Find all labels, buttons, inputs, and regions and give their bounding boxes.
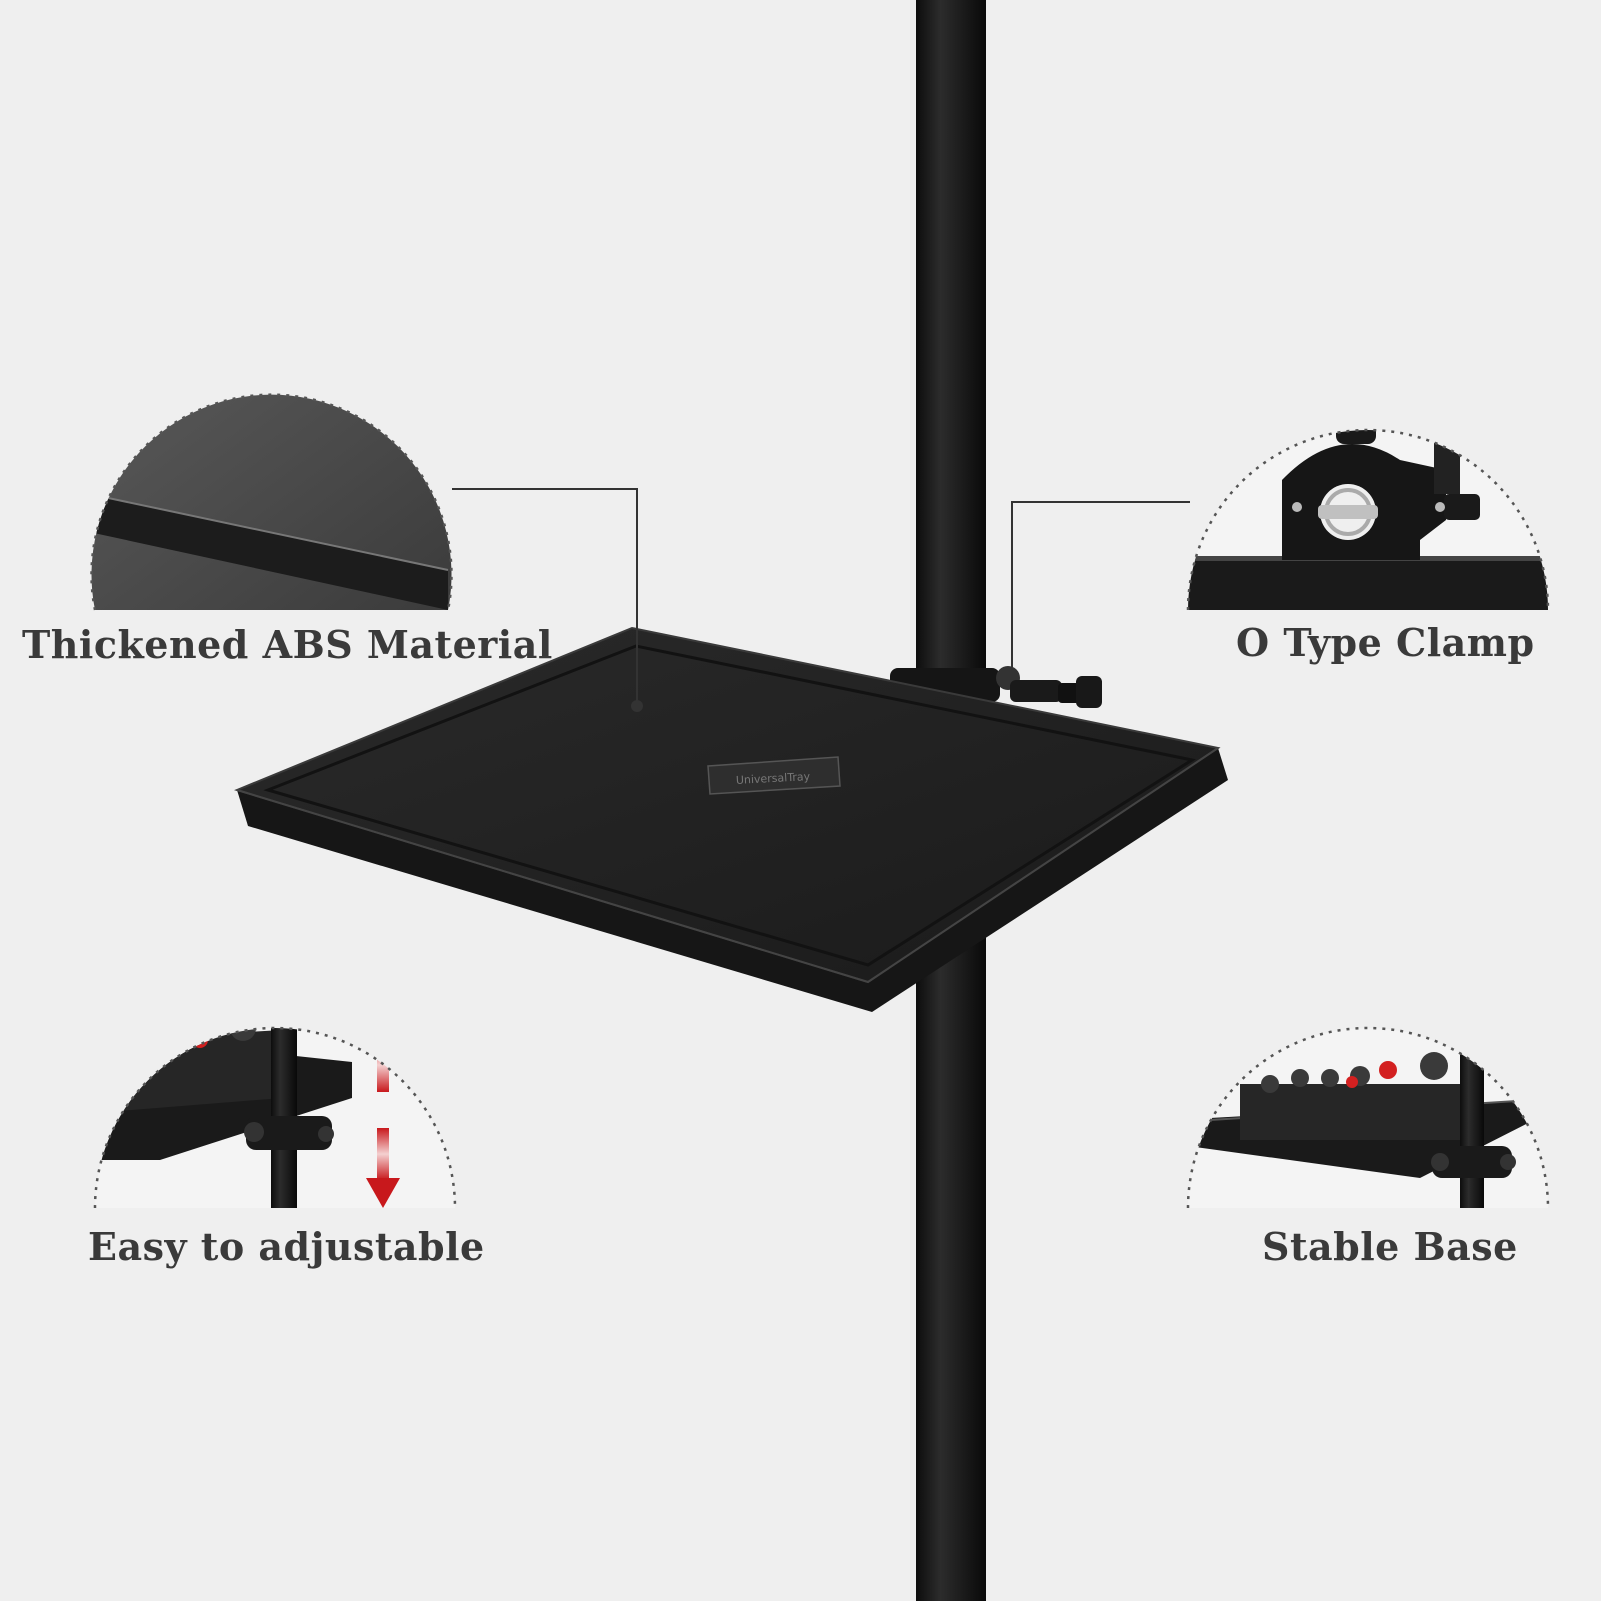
leader-line-clamp	[1011, 501, 1190, 670]
feature-label-o-clamp: O Type Clamp	[1236, 620, 1535, 665]
zoom-o-clamp	[1186, 428, 1550, 611]
leader-line-abs	[452, 488, 638, 705]
zoom-adjustable	[93, 1026, 457, 1209]
zoom-abs-material	[90, 393, 453, 611]
tray-badge-text: UniversalTray	[736, 770, 811, 787]
leader-dot-abs	[631, 700, 643, 712]
zoom-stable-base	[1186, 1026, 1550, 1209]
feature-label-abs-material: Thickened ABS Material	[22, 622, 553, 667]
feature-label-adjustable: Easy to adjustable	[88, 1224, 485, 1269]
tray-badge: UniversalTray	[707, 756, 841, 795]
leader-lines	[452, 488, 1190, 705]
main-tray: UniversalTray	[234, 626, 1228, 1012]
feature-label-stable-base: Stable Base	[1262, 1224, 1518, 1269]
